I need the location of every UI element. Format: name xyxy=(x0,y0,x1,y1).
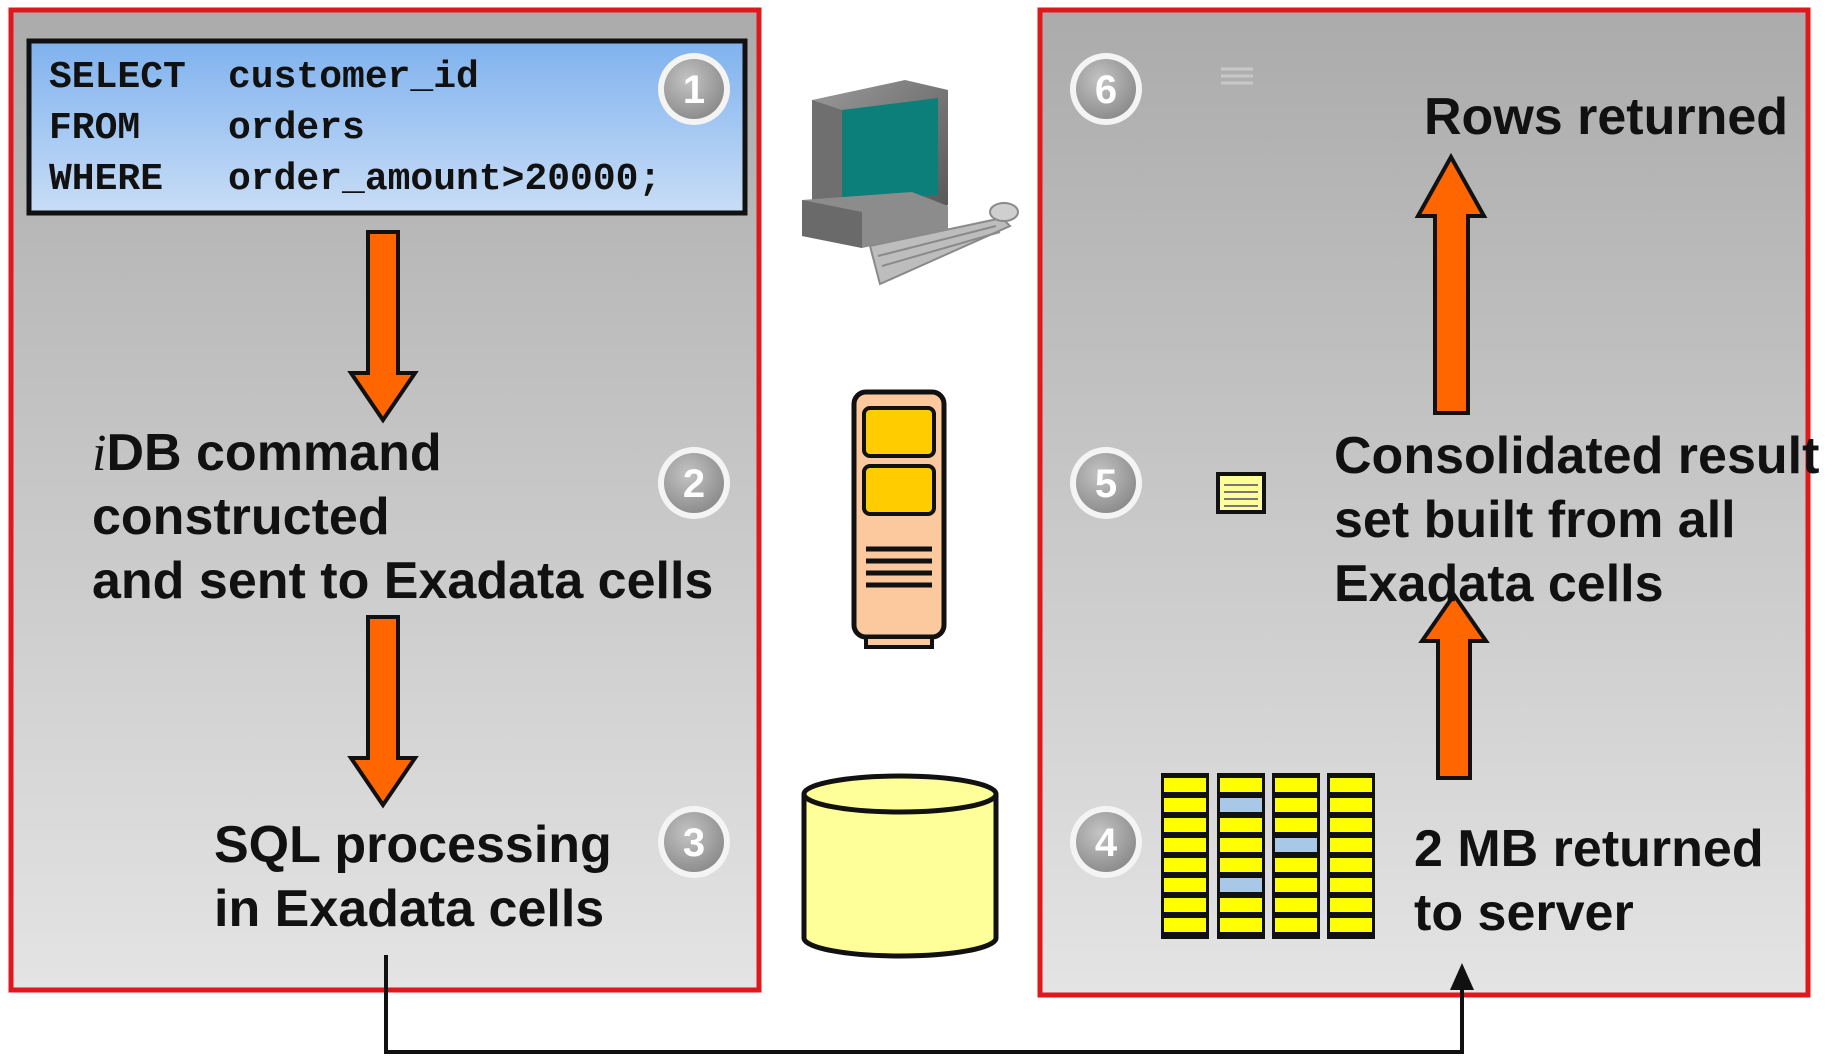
cell-block xyxy=(1220,878,1262,892)
step-number: 1 xyxy=(683,68,705,112)
cell-column xyxy=(1161,773,1209,939)
cell-block xyxy=(1220,918,1262,932)
cell-block xyxy=(1275,878,1317,892)
idb-label-rest: DB command xyxy=(106,424,442,482)
cell-block xyxy=(1164,878,1206,892)
cell-column xyxy=(1217,773,1265,939)
idb-italic-prefix: i xyxy=(92,425,107,482)
step-badge-5: 5 xyxy=(1070,447,1142,519)
cell-block xyxy=(1330,798,1372,812)
step-badge-6: 6 xyxy=(1070,53,1142,125)
sql-value-select: customer_id xyxy=(228,56,479,99)
step-badge-3: 3 xyxy=(658,806,730,878)
cell-block xyxy=(1330,838,1372,852)
cell-block xyxy=(1275,918,1317,932)
desktop-computer-icon xyxy=(802,80,1019,286)
cell-block xyxy=(1220,798,1262,812)
mb-returned-line2: to server xyxy=(1414,884,1634,942)
cell-block xyxy=(1164,798,1206,812)
cell-block xyxy=(1164,898,1206,912)
step-badge-2: 2 xyxy=(658,447,730,519)
idb-command-label: iDB command xyxy=(92,421,442,486)
consolidated-line3: Exadata cells xyxy=(1334,555,1664,613)
cell-block xyxy=(1275,898,1317,912)
sql-statement-box xyxy=(26,38,748,216)
cell-block xyxy=(1275,818,1317,832)
cell-block xyxy=(1164,838,1206,852)
cell-block xyxy=(1220,838,1262,852)
cell-block xyxy=(1220,898,1262,912)
up-arrow-rows xyxy=(1414,152,1488,415)
step-number: 5 xyxy=(1095,462,1117,506)
step-number: 6 xyxy=(1095,68,1117,112)
consolidated-line1: Consolidated result xyxy=(1334,427,1820,485)
cell-column xyxy=(1272,773,1320,939)
sql-keyword-select: SELECT xyxy=(49,56,186,99)
step-badge-4: 4 xyxy=(1070,806,1142,878)
step-badge-1: 1 xyxy=(658,53,730,125)
cell-block xyxy=(1330,818,1372,832)
exadata-cells-icon xyxy=(1161,773,1375,939)
up-arrow-consolidated xyxy=(1418,591,1490,780)
cell-block xyxy=(1164,778,1206,792)
sql-processing-line1: SQL processing xyxy=(214,816,612,874)
down-arrow-2 xyxy=(347,615,419,809)
return-connector xyxy=(384,955,1474,1054)
step-number: 4 xyxy=(1095,821,1118,865)
sql-keyword-where: WHERE xyxy=(49,158,164,201)
idb-label-line3: and sent to Exadata cells xyxy=(92,552,714,610)
sql-processing-line2: in Exadata cells xyxy=(214,880,605,938)
database-server-icon xyxy=(851,389,947,649)
sql-value-from: orders xyxy=(228,107,365,150)
idb-label-line2: constructed xyxy=(92,488,390,546)
mb-returned-line1: 2 MB returned xyxy=(1414,820,1764,878)
cell-block xyxy=(1275,838,1317,852)
cell-block xyxy=(1330,878,1372,892)
step-number: 3 xyxy=(683,821,705,865)
cell-block xyxy=(1164,818,1206,832)
cell-block xyxy=(1164,918,1206,932)
cell-block xyxy=(1330,918,1372,932)
cell-column xyxy=(1327,773,1375,939)
cell-block xyxy=(1330,858,1372,872)
down-arrow-1 xyxy=(347,230,419,424)
rows-icon xyxy=(1221,67,1253,85)
step-number: 2 xyxy=(683,462,705,506)
sql-keyword-from: FROM xyxy=(49,107,141,150)
cell-block xyxy=(1275,858,1317,872)
cell-block xyxy=(1220,818,1262,832)
cell-block xyxy=(1164,858,1206,872)
cell-block xyxy=(1275,778,1317,792)
cell-block xyxy=(1330,778,1372,792)
cell-block xyxy=(1275,798,1317,812)
cell-block xyxy=(1220,778,1262,792)
rows-returned-label: Rows returned xyxy=(1424,88,1789,146)
consolidated-line2: set built from all xyxy=(1334,491,1736,549)
storage-cylinder-icon xyxy=(801,773,999,959)
cell-block xyxy=(1220,858,1262,872)
result-set-icon xyxy=(1216,472,1266,514)
cell-block xyxy=(1330,898,1372,912)
sql-value-where: order_amount>20000; xyxy=(228,158,662,201)
